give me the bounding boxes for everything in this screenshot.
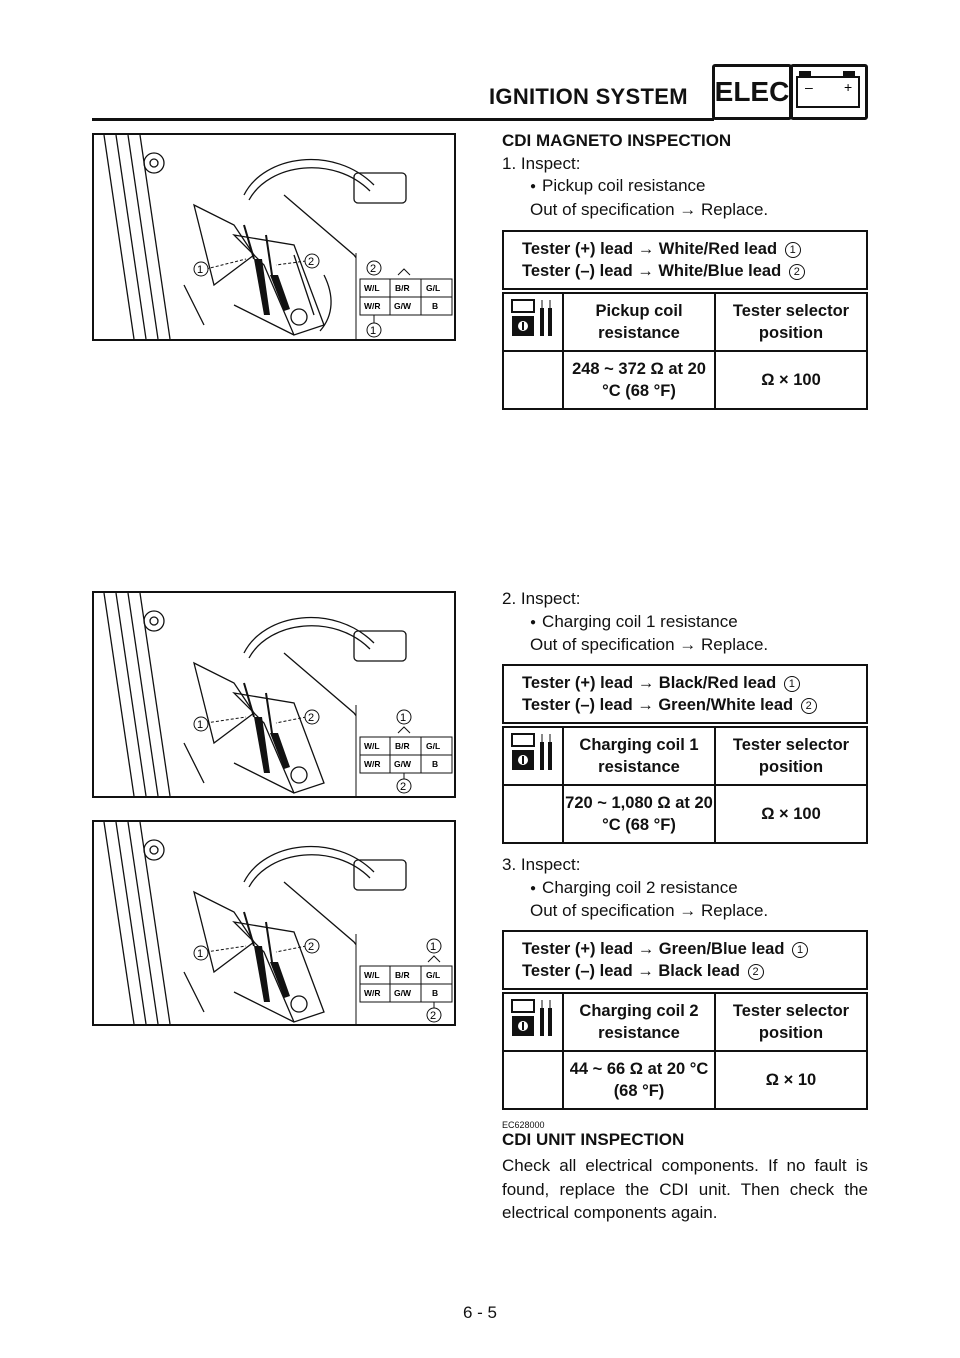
- callout-1: 1: [370, 325, 376, 337]
- subsection-title: CDI MAGNETO INSPECTION: [502, 131, 732, 150]
- connector-cell: W/L: [364, 970, 380, 980]
- spec-table: Charging coil 2 resistance Tester select…: [502, 992, 868, 1110]
- elec-badge: ELEC: [712, 64, 792, 120]
- callout-2: 2: [308, 712, 314, 724]
- item-text: Charging coil 1 resistance: [542, 611, 738, 631]
- inspect-item: ● Charging coil 1 resistance: [502, 611, 868, 635]
- section-code: EC628000: [502, 1120, 545, 1130]
- step1-block: CDI MAGNETO INSPECTION 1. Inspect: ● Pick…: [502, 130, 868, 221]
- battery-plus-label: +: [844, 79, 852, 95]
- spec-table: Pickup coil resistance Tester selector p…: [502, 292, 868, 410]
- connector-cell: B: [432, 301, 438, 311]
- callout-2: 2: [430, 1010, 436, 1022]
- bullet-dot-icon: ●: [530, 616, 537, 628]
- step3-block: 3. Inspect: ●Charging coil 2 resistance …: [502, 854, 868, 923]
- empty-cell: [502, 350, 564, 410]
- connector-cell: G/W: [394, 759, 412, 769]
- out-of-spec: Out of specification → Replace.: [530, 199, 769, 219]
- callout-2: 2: [800, 698, 817, 714]
- lead-minus: Tester (–) lead → White/Blue lead: [522, 262, 782, 280]
- spec-table: Charging coil 1 resistance Tester select…: [502, 726, 868, 844]
- out-of-spec: Out of specification → Replace.: [530, 635, 769, 654]
- callout-1: 1: [792, 942, 808, 958]
- header-resistance: Pickup coil resistance: [562, 292, 716, 352]
- header-resistance: Charging coil 2 resistance: [562, 992, 716, 1052]
- tester-lead-box: Tester (+) lead → Black/Red lead 1 Teste…: [502, 664, 868, 724]
- battery-icon: – +: [790, 64, 868, 120]
- header-position: Tester selector position: [714, 292, 868, 352]
- connector-cell: G/L: [426, 283, 440, 293]
- page-number: 6 - 5: [462, 1303, 498, 1322]
- connector-cell: G/W: [394, 988, 412, 998]
- charging-coil-1-figure: 1 2 1 W/L B/R G/L W/R G/W B 2: [92, 591, 456, 798]
- step-label: 3. Inspect:: [502, 855, 581, 874]
- callout-1: 1: [430, 941, 436, 953]
- connector-cell: W/R: [364, 988, 381, 998]
- callout-1: 1: [783, 676, 800, 692]
- callout-2: 2: [308, 941, 314, 953]
- lead-minus: Tester (–) lead → Green/White lead: [522, 696, 794, 714]
- callout-2: 2: [747, 964, 764, 980]
- multimeter-icon: [502, 292, 564, 352]
- bullet-dot-icon: ●: [530, 882, 537, 894]
- resistance-value: 44 ~ 66 Ω at 20 °C (68 °F): [562, 1050, 716, 1110]
- inspect-item: ● Charging coil 2 resistance: [502, 877, 868, 901]
- bullet-dot-icon: ●: [530, 181, 537, 192]
- connector-cell: W/L: [364, 741, 380, 751]
- resistance-value: 248 ~ 372 Ω at 20 °C (68 °F): [562, 350, 716, 410]
- connector-cell: B/R: [395, 283, 410, 293]
- connector-cell: W/R: [364, 301, 381, 311]
- tester-lead-box: Tester (+) lead → White/Red lead 1 Teste…: [502, 230, 868, 290]
- callout-1: 1: [784, 242, 801, 258]
- connector-cell: B/R: [395, 970, 410, 980]
- multimeter-icon: [502, 726, 564, 786]
- callout-2: 2: [308, 256, 314, 268]
- selector-position: Ω × 100: [714, 784, 868, 844]
- connector-cell: B: [432, 759, 438, 769]
- step-label: 1. Inspect:: [502, 153, 581, 173]
- connector-cell: W/L: [364, 283, 380, 293]
- connector-cell: B: [432, 988, 438, 998]
- item-text: Pickup coil resistance: [542, 176, 706, 195]
- connector-cell: B/R: [395, 741, 410, 751]
- header-position: Tester selector position: [714, 726, 868, 786]
- callout-2: 2: [400, 781, 406, 793]
- out-of-spec: Out of specification → Replace.: [530, 901, 769, 920]
- callout-1: 1: [400, 712, 406, 724]
- connector-cell: G/L: [426, 741, 440, 751]
- connector-cell: G/L: [426, 970, 440, 980]
- lead-plus: Tester (+) lead → Black/Red lead: [522, 674, 777, 692]
- header-rule: [92, 118, 714, 121]
- pickup-coil-figure: 1 2 2 W/L B/R G/L W/R G/W B 1: [92, 133, 456, 341]
- charging-coil-2-figure: 1 2 1 W/L B/R G/L W/R G/W B 2: [92, 820, 456, 1026]
- section-title: IGNITION SYSTEM: [489, 84, 688, 109]
- inspect-item: ● Pickup coil resistance: [502, 175, 868, 199]
- step-label: 2. Inspect:: [502, 589, 581, 608]
- selector-position: Ω × 100: [714, 350, 868, 410]
- empty-cell: [502, 1050, 564, 1110]
- subsection-title: CDI UNIT INSPECTION: [502, 1130, 685, 1149]
- multimeter-icon: [502, 992, 564, 1052]
- connector-cell: G/W: [394, 301, 412, 311]
- battery-minus-label: –: [805, 79, 813, 95]
- callout-1: 1: [197, 719, 203, 731]
- step2-block: 2. Inspect: ●Charging coil 1 resistance …: [502, 588, 868, 657]
- callout-1: 1: [197, 948, 203, 960]
- callout-1: 1: [197, 264, 203, 276]
- lead-plus: Tester (+) lead → Green/Blue lead: [522, 940, 785, 958]
- resistance-value: 720 ~ 1,080 Ω at 20 °C (68 °F): [562, 784, 716, 844]
- header-position: Tester selector position: [714, 992, 868, 1052]
- selector-position: Ω × 10: [714, 1050, 868, 1110]
- body-paragraph: Check all electrical components. If no f…: [502, 1156, 868, 1222]
- callout-2: 2: [370, 263, 376, 275]
- callout-2: 2: [788, 264, 805, 280]
- lead-minus: Tester (–) lead → Black lead: [522, 962, 740, 980]
- item-text: Charging coil 2 resistance: [542, 877, 738, 897]
- connector-cell: W/R: [364, 759, 381, 769]
- tester-lead-box: Tester (+) lead → Green/Blue lead 1 Test…: [502, 930, 868, 990]
- lead-plus: Tester (+) lead → White/Red lead: [522, 240, 778, 258]
- empty-cell: [502, 784, 564, 844]
- header-resistance: Charging coil 1 resistance: [562, 726, 716, 786]
